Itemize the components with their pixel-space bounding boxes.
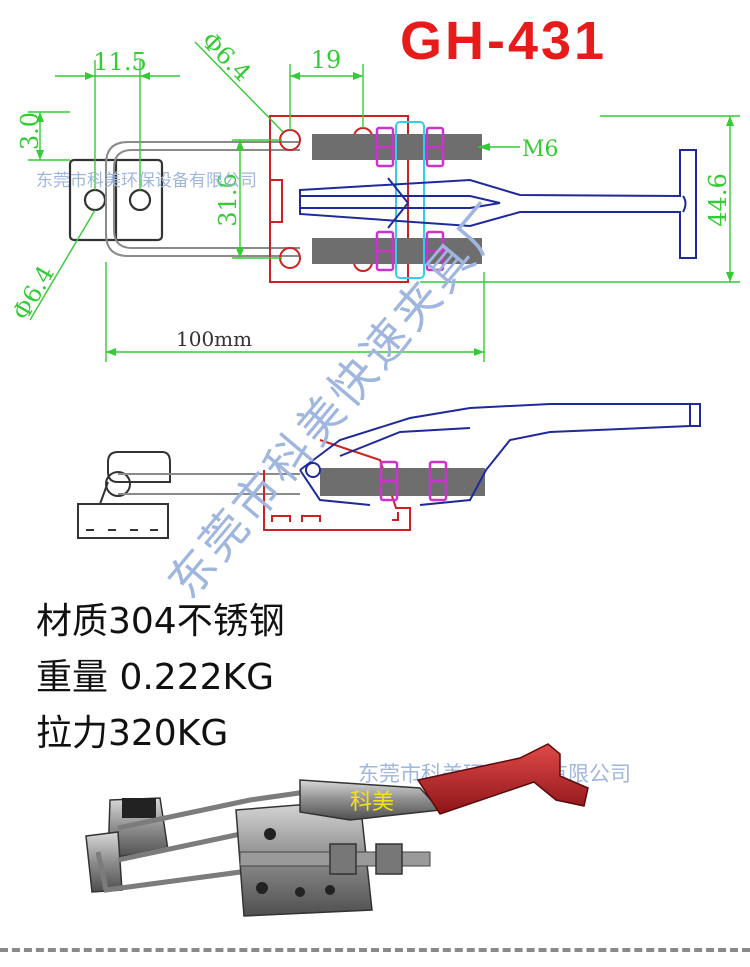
nuts-top-view xyxy=(375,126,445,272)
dim-phi-top: Φ6.4 xyxy=(196,26,257,87)
dim-3-0: 3.0 xyxy=(16,112,44,150)
photo-brand-label: 科美 xyxy=(350,790,395,815)
spring-clip-top-view xyxy=(395,121,425,279)
base-side-view xyxy=(263,439,411,531)
technical-drawing: 3.0 11.5 Φ6.4 19 M6 31.6 44.6 Φ6.4 100mm xyxy=(7,26,740,539)
watermark-top: 东莞市科美环保设备有限公司 xyxy=(36,171,257,191)
wire-side-view xyxy=(118,473,300,495)
photo-handle xyxy=(299,743,589,821)
dimension-lines xyxy=(28,41,740,362)
bottom-divider xyxy=(0,948,750,952)
spec-material: 材质304不锈钢 xyxy=(36,601,285,642)
handle-top-view xyxy=(299,149,697,259)
wire-loop-top-view xyxy=(105,141,300,257)
product-photo xyxy=(85,743,589,917)
photo-rod xyxy=(239,843,431,875)
spec-weight: 重量 0.222KG xyxy=(36,657,275,698)
dim-11-5: 11.5 xyxy=(93,48,146,76)
dim-44-6: 44.6 xyxy=(704,173,732,226)
dimension-arrows xyxy=(36,72,734,356)
dim-19: 19 xyxy=(311,46,342,74)
dim-31-6: 31.6 xyxy=(214,173,242,226)
dim-100mm: 100mm xyxy=(176,327,252,351)
model-title: GH-431 xyxy=(400,11,608,71)
dim-m6: M6 xyxy=(522,137,559,162)
rod-side-view xyxy=(320,468,485,496)
spec-force: 拉力320KG xyxy=(36,713,229,754)
handle-side-view xyxy=(299,403,701,506)
hook-side-view xyxy=(77,451,171,539)
nuts-side-view xyxy=(379,460,448,502)
photo-hook xyxy=(85,797,169,893)
dim-phi-bottom: Φ6.4 xyxy=(7,261,60,325)
